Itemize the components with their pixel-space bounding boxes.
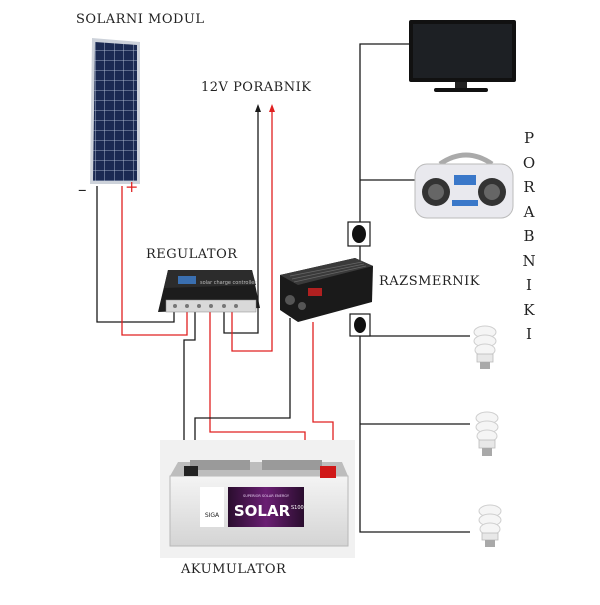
consumers-letter: I — [526, 276, 532, 294]
inverter-label: RAZSMERNIK — [379, 274, 480, 289]
load-negative-wire — [223, 108, 259, 334]
solar-positive-wire — [121, 186, 188, 336]
battery-model-text: S100 — [291, 505, 304, 511]
cfl-bulb-icon — [478, 504, 502, 547]
cfl-bulb-icon — [475, 411, 499, 456]
charge-controller-icon: solar charge controller — [158, 270, 260, 313]
solar-minus-sign: – — [78, 180, 87, 200]
load-negative-arrow — [255, 104, 261, 112]
load-12v-label: 12V PORABNIK — [201, 80, 312, 95]
battery-series-small-text: SUPERIOR SOLAR ENERGY — [243, 494, 290, 498]
boombox-icon — [414, 152, 514, 219]
solar-module-label: SOLARNI MODUL — [76, 12, 205, 27]
battery-icon: SIGA SUPERIOR SOLAR ENERGY SOLAR S100 — [160, 440, 355, 558]
battery-brand-text: SIGA — [205, 512, 220, 519]
regulator-label: REGULATOR — [146, 247, 238, 262]
tv-icon — [409, 20, 516, 92]
inverter-icon — [280, 258, 373, 322]
battery-label: AKUMULATOR — [181, 562, 287, 577]
consumers-letter: O — [522, 153, 536, 172]
svg-text:solar charge controller: solar charge controller — [200, 280, 257, 286]
solar-negative-wire — [96, 186, 175, 323]
cfl-bulb-icon — [473, 325, 497, 369]
outlet-connector-bottom — [349, 313, 371, 337]
consumers-letter: K — [523, 300, 535, 319]
consumers-letter: P — [523, 129, 535, 147]
consumers-letter: B — [523, 227, 535, 245]
solar-panel-icon — [90, 38, 140, 184]
outlet-connector-top — [347, 221, 371, 247]
consumers-letter: I — [526, 325, 532, 343]
consumers-letter: A — [523, 202, 535, 221]
regulator-battery-negative-wire — [183, 312, 196, 470]
output-bus-top — [359, 43, 410, 228]
battery-series-text: SOLAR — [234, 502, 291, 520]
consumers-letter: R — [523, 178, 535, 196]
load-positive-arrow — [269, 104, 275, 112]
consumers-letter: N — [522, 251, 536, 270]
output-bus-bottom — [359, 318, 470, 533]
solar-plus-sign: + — [125, 177, 139, 196]
load-positive-wire — [231, 108, 273, 352]
